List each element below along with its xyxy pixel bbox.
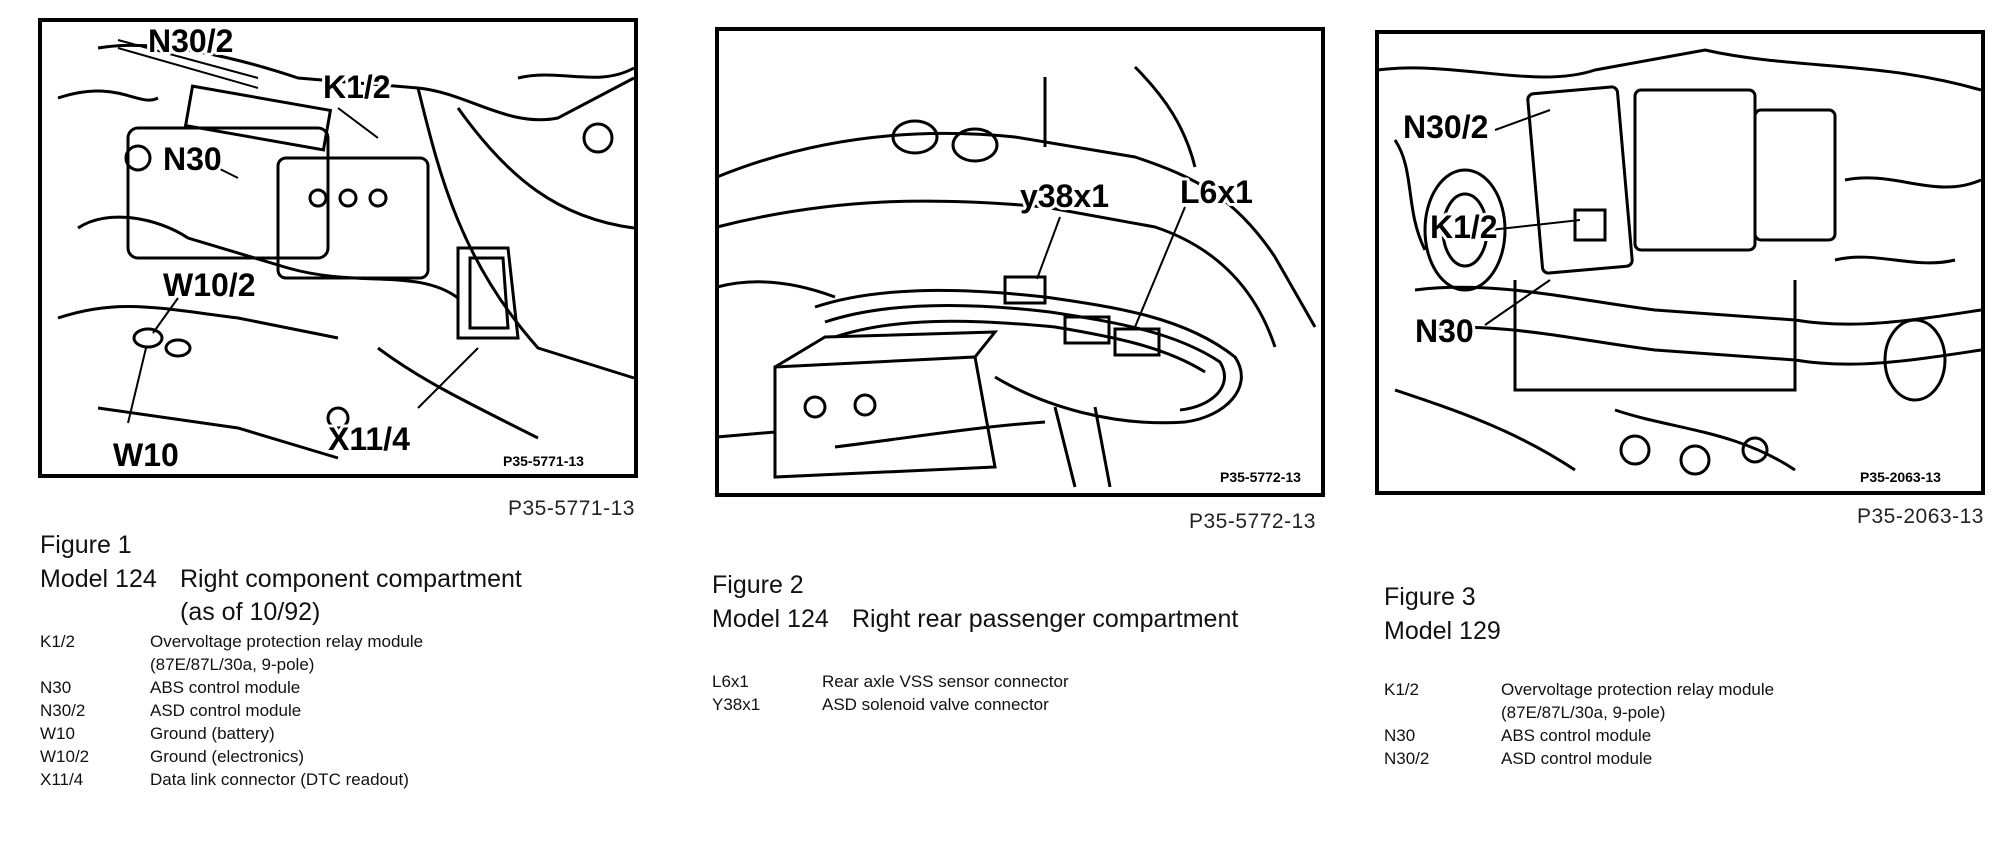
fig1-image-code: P35-5771-13: [503, 453, 584, 469]
legend-text: Overvoltage protection relay module (87E/…: [1501, 678, 1984, 724]
legend-text-line1: Overvoltage protection relay module: [150, 632, 424, 651]
fig3-model: Model 129: [1384, 617, 1501, 645]
figure-3-caption: Figure 3 Model 129 K1/2 Overvoltage prote…: [1384, 580, 1984, 770]
legend-row: W10/2 Ground (electronics): [40, 745, 640, 768]
legend-code: W10: [40, 724, 75, 743]
fig1-callout-k1-2: K1/2: [323, 69, 391, 105]
legend-code: Y38x1: [712, 695, 761, 714]
legend-text-line2: (87E/87L/30a, 9-pole): [1501, 703, 1666, 722]
legend-code: K1/2: [40, 632, 75, 651]
legend-code: W10/2: [40, 747, 90, 766]
legend-text: ASD control module: [1501, 749, 1653, 768]
figure-3-image: N30/2 K1/2 N30 P35-2063-13: [1375, 30, 1985, 495]
fig1-callout-n30: N30: [163, 141, 222, 177]
legend-row: L6x1 Rear axle VSS sensor connector: [712, 670, 1332, 693]
fig1-callout-x11-4: X11/4: [328, 421, 410, 457]
legend-text-line2: (87E/87L/30a, 9-pole): [150, 655, 315, 674]
legend-text: Ground (battery): [150, 724, 275, 743]
fig1-legend: K1/2 Overvoltage protection relay module (…: [40, 630, 640, 791]
fig3-title: Figure 3: [1384, 583, 1476, 611]
legend-code: X11/4: [40, 770, 84, 789]
legend-text-line1: Overvoltage protection relay module: [1501, 680, 1775, 699]
legend-row: K1/2 Overvoltage protection relay module (…: [1384, 678, 1984, 724]
legend-row: N30 ABS control module: [1384, 724, 1984, 747]
fig2-legend: L6x1 Rear axle VSS sensor connector Y38x1…: [712, 670, 1332, 716]
legend-code: K1/2: [1384, 680, 1419, 699]
legend-text: ABS control module: [1501, 726, 1652, 745]
legend-row: N30/2 ASD control module: [1384, 747, 1984, 770]
legend-row: K1/2 Overvoltage protection relay module (…: [40, 630, 640, 676]
fig1-callout-w10: W10: [113, 437, 179, 473]
fig2-code-below: P35-5772-13: [1189, 510, 1316, 533]
fig1-description-sub: (as of 10/92): [180, 598, 321, 626]
fig3-code-below: P35-2063-13: [1857, 505, 1984, 528]
figure-1-image: N30/2 K1/2 N30 W10/2 W10 X11/4 P35-5771-…: [38, 18, 638, 478]
fig1-callout-w10-2: W10/2: [163, 267, 255, 303]
fig2-model: Model 124: [712, 605, 829, 633]
legend-text: Overvoltage protection relay module (87E/…: [150, 630, 640, 676]
legend-row: W10 Ground (battery): [40, 722, 640, 745]
legend-text: Rear axle VSS sensor connector: [822, 672, 1069, 691]
figure-2-illustration: y38x1 L6x1 P35-5772-13: [715, 27, 1325, 497]
fig1-model-line: Model 124 Right component compartment: [40, 562, 640, 596]
legend-text: ABS control module: [150, 678, 301, 697]
fig2-description: Right rear passenger compartment: [852, 605, 1239, 633]
fig2-model-line: Model 124 Right rear passenger compartmen…: [712, 602, 1332, 636]
fig3-callout-n30-2: N30/2: [1403, 109, 1488, 145]
legend-text: ASD control module: [150, 701, 302, 720]
fig2-callout-l6x1: L6x1: [1180, 174, 1253, 210]
fig1-callout-n30-2: N30/2: [148, 23, 233, 59]
fig3-callout-n30: N30: [1415, 313, 1474, 349]
legend-code: L6x1: [712, 672, 749, 691]
figure-1-illustration: N30/2 K1/2 N30 W10/2 W10 X11/4 P35-5771-…: [38, 18, 638, 478]
figure-1-caption: Figure 1 Model 124 Right component compar…: [40, 528, 640, 791]
fig3-image-code: P35-2063-13: [1860, 469, 1941, 485]
legend-row: N30/2 ASD control module: [40, 699, 640, 722]
fig3-model-line: Model 129: [1384, 614, 1984, 648]
fig2-callout-y38x1: y38x1: [1020, 178, 1109, 214]
fig3-callout-k1-2: K1/2: [1430, 209, 1498, 245]
fig1-title: Figure 1: [40, 531, 132, 559]
legend-code: N30/2: [1384, 749, 1430, 768]
legend-text: ASD solenoid valve connector: [822, 695, 1049, 714]
fig2-image-code: P35-5772-13: [1220, 469, 1301, 485]
legend-code: N30/2: [40, 701, 86, 720]
legend-text: Ground (electronics): [150, 747, 305, 766]
fig1-code-below: P35-5771-13: [508, 497, 635, 520]
fig2-title: Figure 2: [712, 571, 804, 599]
legend-code: N30: [40, 678, 72, 697]
fig3-legend: K1/2 Overvoltage protection relay module (…: [1384, 678, 1984, 770]
figure-3-illustration: N30/2 K1/2 N30 P35-2063-13: [1375, 30, 1985, 495]
legend-text: Data link connector (DTC readout): [150, 770, 409, 789]
legend-row: Y38x1 ASD solenoid valve connector: [712, 693, 1332, 716]
legend-row: N30 ABS control module: [40, 676, 640, 699]
fig1-description: Right component compartment: [180, 565, 522, 593]
fig1-model: Model 124: [40, 565, 157, 593]
legend-code: N30: [1384, 726, 1416, 745]
figure-2-image: y38x1 L6x1 P35-5772-13: [715, 27, 1325, 497]
legend-row: X11/4 Data link connector (DTC readout): [40, 768, 640, 791]
figure-2-caption: Figure 2 Model 124 Right rear passenger c…: [712, 568, 1332, 716]
